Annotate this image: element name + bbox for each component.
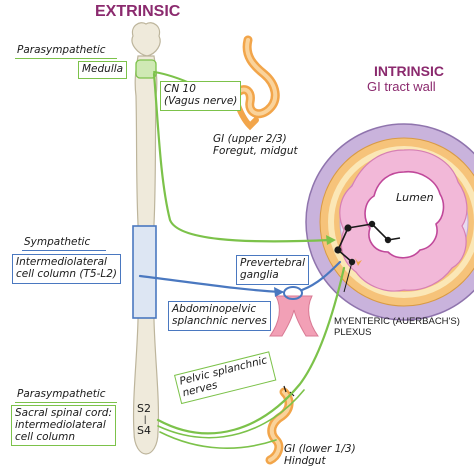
myenteric-label: MYENTERIC (AUERBACH'S) PLEXUS — [334, 316, 460, 339]
intrinsic-heading: INTRINSIC — [374, 63, 444, 79]
neuron-icon — [334, 220, 401, 293]
parasympathetic-top-underline — [15, 58, 117, 59]
myenteric-line1: MYENTERIC (AUERBACH'S) — [334, 316, 460, 327]
s2-label: S2 — [137, 402, 151, 415]
pelvic-splanchnic-path — [156, 266, 346, 435]
prevertebral-ganglion — [283, 286, 303, 300]
sympathetic-underline — [22, 250, 106, 251]
gi-lower-line2: Hindgut — [284, 455, 326, 468]
thoracolumbar-segment — [132, 225, 157, 319]
gi-tract-wall — [305, 123, 474, 321]
sympathetic-arrowhead — [274, 287, 284, 297]
medulla-box: Medulla — [78, 61, 128, 79]
intrinsic-subheading: GI tract wall — [367, 79, 436, 94]
s4-label: S4 — [137, 424, 151, 437]
vagus-nerve-path — [152, 72, 332, 243]
parasympathetic-bottom-label: Parasympathetic — [17, 388, 106, 400]
sympathetic-path — [138, 274, 284, 294]
gi-upper-line2: Foregut, midgut — [213, 145, 298, 158]
extrinsic-heading: EXTRINSIC — [95, 3, 181, 20]
gi-upper-label: GI (upper 2/3) Foregut, midgut — [213, 133, 298, 157]
cn10-box: CN 10 (Vagus nerve) — [160, 81, 242, 111]
pelvic-splanchnic-path-2 — [157, 389, 305, 439]
stomach-icon — [233, 35, 280, 131]
iml-box: Intermediolateral cell column (T5-L2) — [12, 254, 122, 284]
abdominopelvic-splanchnic-path — [300, 260, 342, 292]
prevertebral-box: Prevertebral ganglia — [236, 255, 310, 285]
nerve-pathways — [138, 71, 346, 449]
s-range-tick: | — [144, 414, 147, 424]
vagus-arrowhead — [326, 235, 336, 245]
aorta-icon — [269, 286, 319, 337]
gi-lower-line1: GI (lower 1/3) — [284, 443, 356, 455]
medulla-highlight — [135, 59, 157, 79]
sympathetic-label: Sympathetic — [24, 236, 91, 248]
parasympathetic-bottom-underline — [15, 402, 117, 403]
spinal-cord — [131, 22, 161, 455]
lumen-label: Lumen — [396, 191, 434, 204]
sacral-box: Sacral spinal cord: intermediolateral ce… — [11, 405, 116, 447]
myenteric-line2: PLEXUS — [334, 327, 372, 339]
abdominopelvic-box: Abdominopelvic splanchnic nerves — [168, 301, 271, 331]
parasympathetic-top-label: Parasympathetic — [17, 44, 106, 56]
gi-lower-label: GI (lower 1/3) Hindgut — [284, 443, 356, 467]
pelvic-to-colon-path — [159, 431, 277, 449]
gi-upper-line1: GI (upper 2/3) — [213, 133, 287, 145]
